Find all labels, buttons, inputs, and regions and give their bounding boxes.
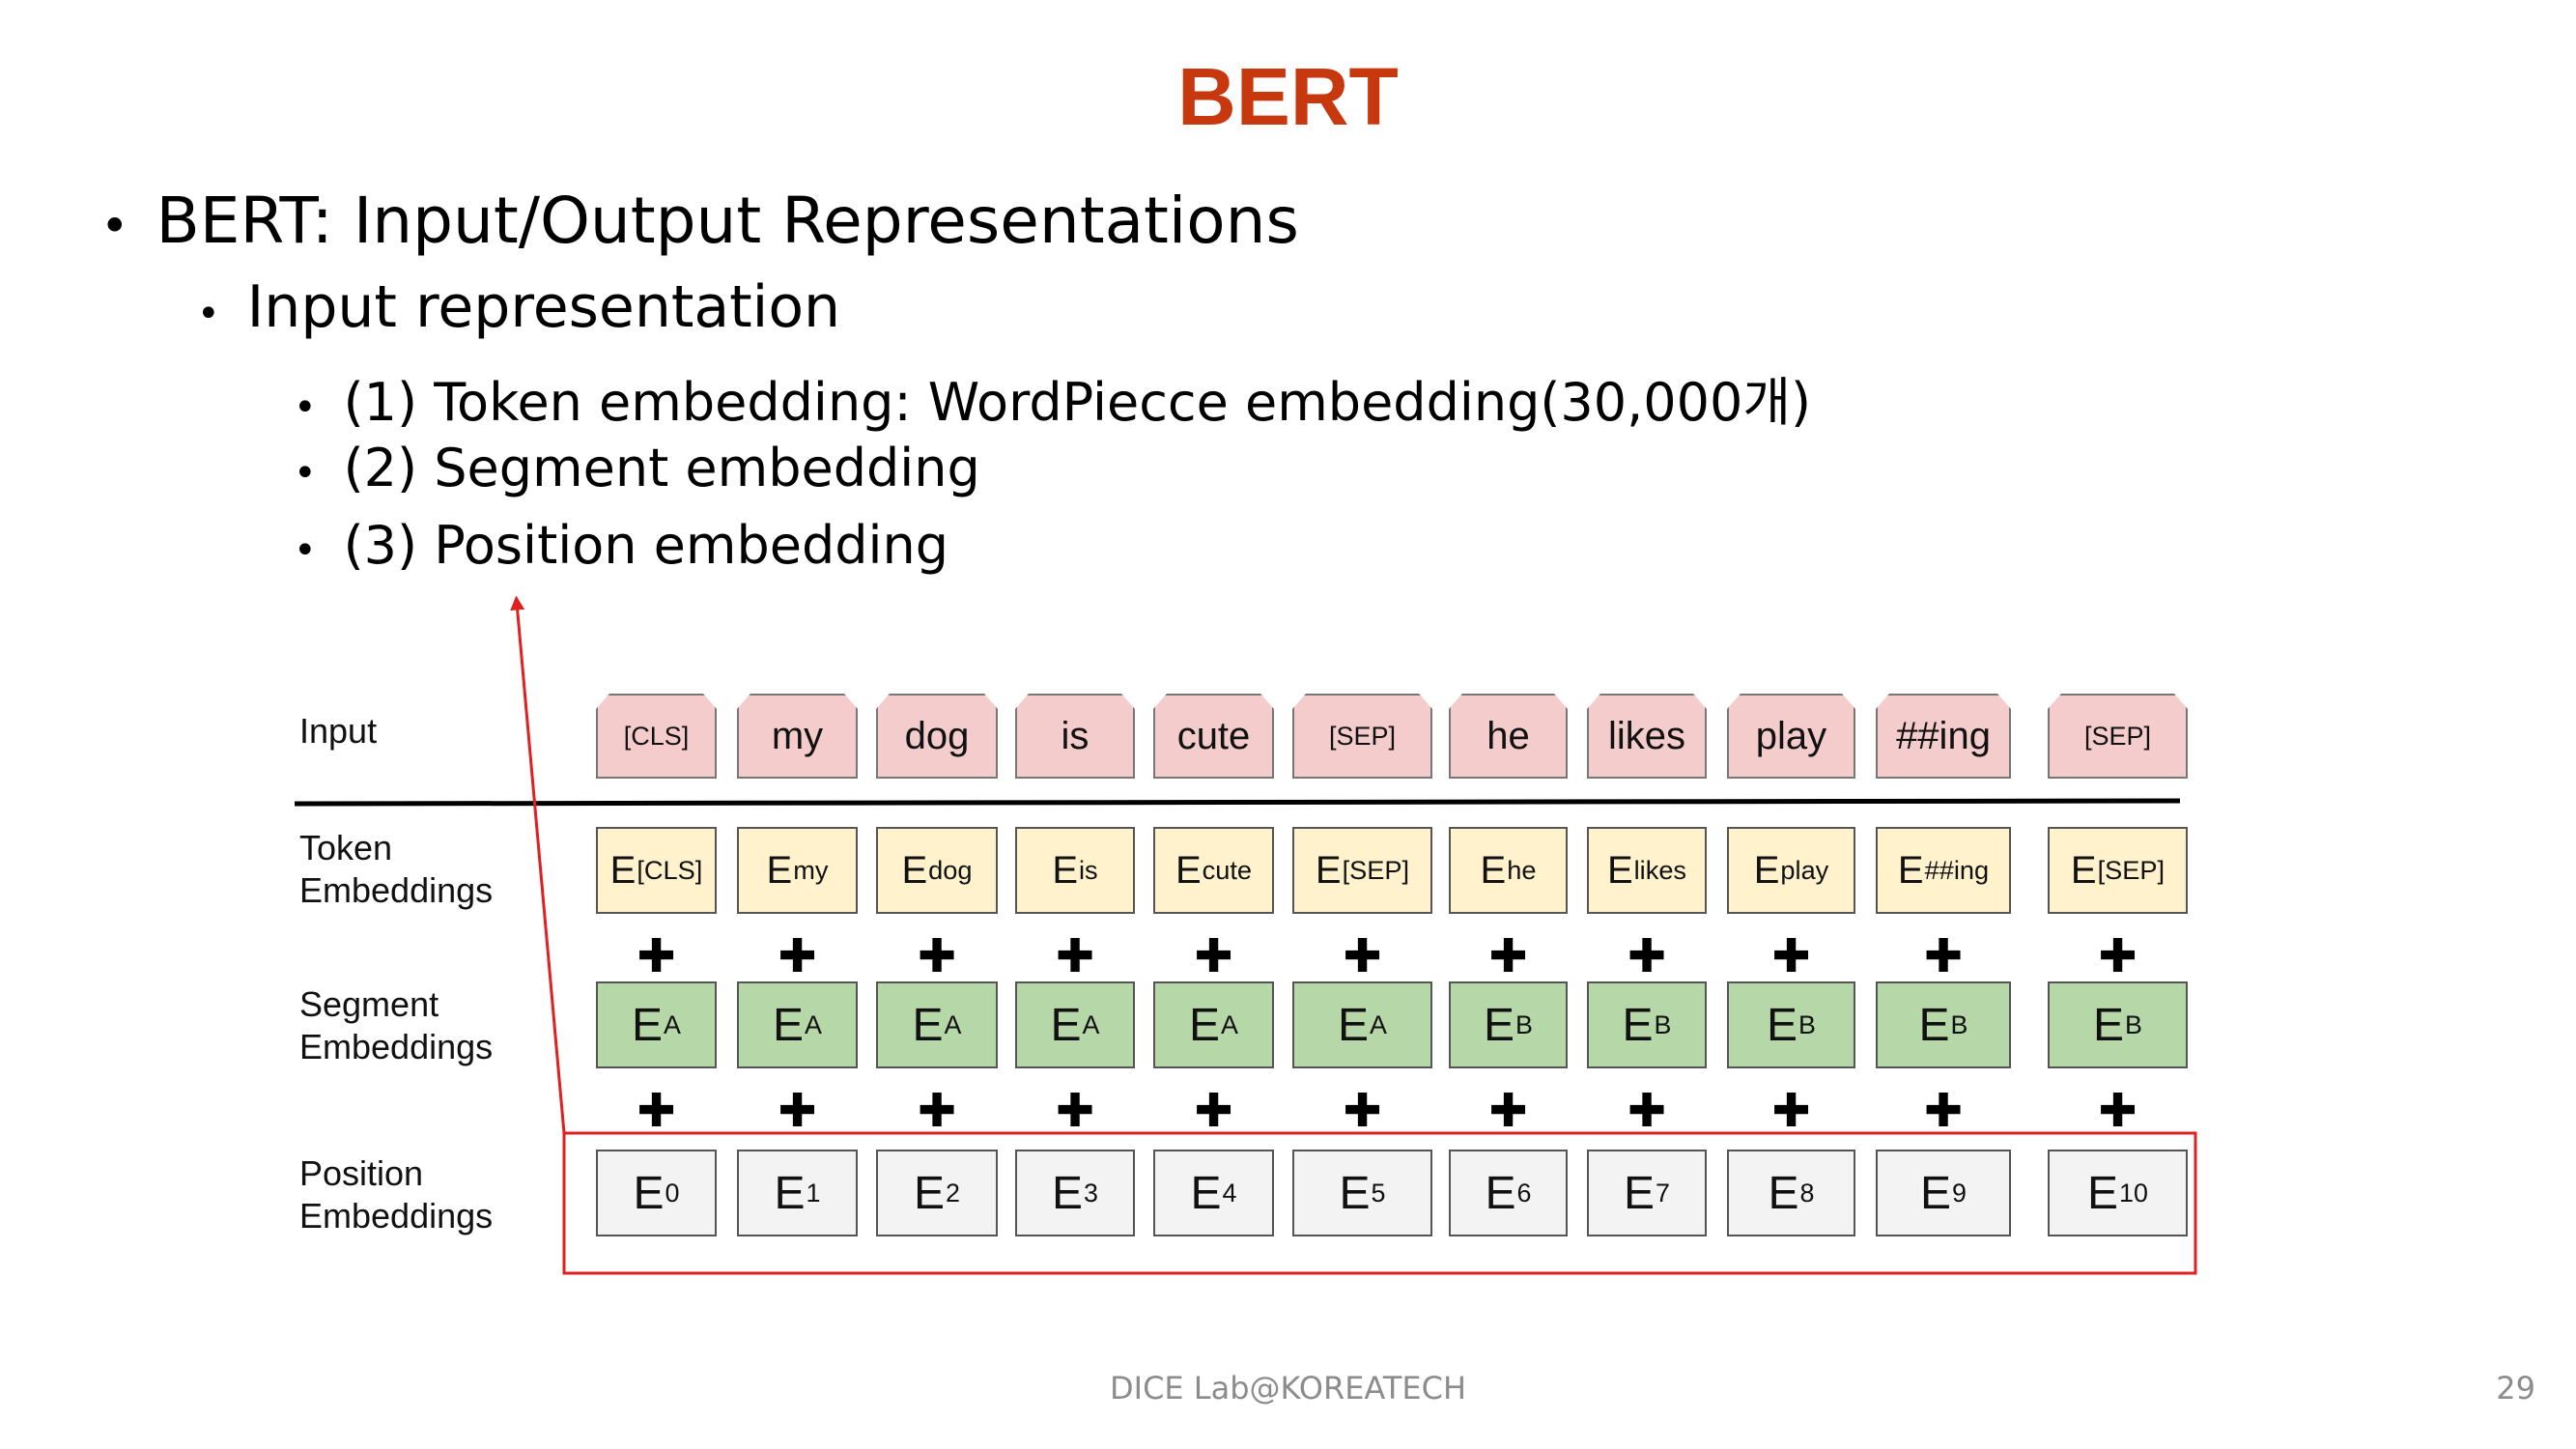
label-line: Token [299, 828, 393, 867]
plus-icon: ✚ [1771, 1084, 1811, 1138]
bullet-text: BERT: Input/Output Representations [156, 184, 1299, 258]
input-token: play [1727, 694, 1855, 779]
plus-icon: ✚ [1194, 1084, 1233, 1138]
bullet-segment-embedding: • (2) Segment embedding [294, 438, 980, 498]
plus-icon: ✚ [1488, 929, 1528, 983]
plus-icon: ✚ [637, 1084, 676, 1138]
token-embedding: E[SEP] [1292, 827, 1432, 914]
plus-icon: ✚ [1771, 929, 1811, 983]
plus-icon: ✚ [1488, 1084, 1528, 1138]
plus-icon: ✚ [1924, 1084, 1964, 1138]
input-token: my [737, 694, 858, 779]
label-line: Embeddings [299, 870, 494, 910]
input-token: is [1015, 694, 1135, 779]
bullet-dot: • [294, 528, 317, 573]
plus-icon: ✚ [1343, 929, 1382, 983]
token-embedding: E[SEP] [2048, 827, 2188, 914]
input-token: ##ing [1876, 694, 2011, 779]
bullet-text: Input representation [246, 273, 841, 341]
bullet-dot: • [197, 292, 220, 336]
bullet-token-embedding: • (1) Token embedding: WordPiecce embedd… [294, 359, 1811, 436]
input-token: [SEP] [2048, 694, 2188, 779]
segment-row-label: Segment Embeddings [299, 983, 493, 1068]
plus-icon: ✚ [1056, 929, 1095, 983]
plus-icon: ✚ [1343, 1084, 1382, 1138]
page-number: 29 [2496, 1370, 2535, 1406]
input-token: dog [876, 694, 998, 779]
bullet-text: (3) Position embedding [343, 515, 949, 576]
bullet-dot: • [100, 198, 129, 254]
input-token: likes [1587, 694, 1707, 779]
bullet-text: (1) Token embedding: WordPiecce embeddin… [343, 372, 1812, 433]
plus-icon: ✚ [1056, 1084, 1095, 1138]
slide-title: BERT [1177, 51, 1399, 142]
bullet-dot: • [294, 385, 317, 430]
label-line: Embeddings [299, 1027, 494, 1066]
plus-icon: ✚ [2098, 1084, 2137, 1138]
plus-icon: ✚ [2098, 929, 2137, 983]
input-token: [CLS] [596, 694, 717, 779]
input-row-label: Input [299, 711, 378, 751]
token-embedding: E##ing [1876, 827, 2011, 914]
highlight-arrow [510, 595, 566, 1134]
bullet-position-embedding: • (3) Position embedding [294, 515, 948, 576]
token-row-label: Token Embeddings [299, 827, 493, 912]
plus-icon: ✚ [637, 929, 676, 983]
input-token: he [1449, 694, 1568, 779]
bullet-level-2: • Input representation [197, 273, 840, 341]
label-line: Segment [299, 984, 439, 1024]
plus-icon: ✚ [1628, 929, 1667, 983]
plus-icon: ✚ [1628, 1084, 1667, 1138]
plus-icon: ✚ [918, 929, 957, 983]
input-token: cute [1153, 694, 1274, 779]
position-row-label: Position Embeddings [299, 1152, 493, 1237]
plus-icon: ✚ [778, 1084, 817, 1138]
plus-icon: ✚ [778, 929, 817, 983]
input-token: [SEP] [1292, 694, 1432, 779]
plus-icon: ✚ [918, 1084, 957, 1138]
label-line: Position [299, 1153, 424, 1193]
token-embedding: E[CLS] [596, 827, 717, 914]
bullet-text: (2) Segment embedding [343, 438, 980, 498]
bullet-dot: • [294, 451, 317, 496]
plus-icon: ✚ [1194, 929, 1233, 983]
input-separator-line [294, 798, 2181, 807]
plus-icon: ✚ [1924, 929, 1964, 983]
label-line: Embeddings [299, 1196, 494, 1236]
footer-text: DICE Lab@KOREATECH [1109, 1370, 1466, 1406]
bullet-level-1: • BERT: Input/Output Representations [100, 184, 1299, 258]
